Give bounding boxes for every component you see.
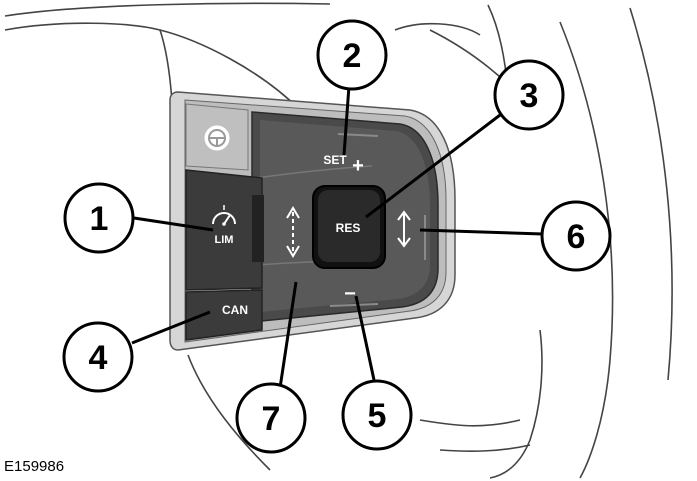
callout-1: 1 bbox=[63, 182, 135, 254]
callout-5: 5 bbox=[341, 379, 413, 451]
set-plus-sign: + bbox=[352, 155, 364, 177]
figure-id: E159986 bbox=[4, 458, 65, 475]
lim-button[interactable]: LIM bbox=[185, 169, 264, 291]
callout-7: 7 bbox=[235, 382, 307, 454]
up-down-arrow-icon bbox=[397, 210, 411, 248]
steering-wheel-cruise-icon bbox=[204, 125, 230, 151]
cruise-mode-button[interactable] bbox=[185, 103, 249, 171]
up-down-dashed-arrow-icon bbox=[286, 206, 300, 258]
leader-lines bbox=[131, 71, 544, 389]
set-label: SET bbox=[323, 153, 347, 167]
svg-text:1: 1 bbox=[90, 200, 109, 238]
callout-6: 6 bbox=[540, 200, 612, 272]
can-button[interactable]: CAN bbox=[185, 289, 263, 341]
svg-text:5: 5 bbox=[368, 397, 387, 435]
lim-label: LIM bbox=[215, 234, 234, 246]
minus-sign: − bbox=[344, 283, 356, 305]
can-label: CAN bbox=[222, 303, 248, 317]
svg-text:4: 4 bbox=[89, 339, 108, 377]
svg-text:6: 6 bbox=[567, 218, 586, 256]
set-plus-button[interactable]: SET + bbox=[323, 153, 364, 177]
svg-text:3: 3 bbox=[520, 77, 539, 115]
res-label: RES bbox=[336, 221, 361, 235]
steering-wheel-outline bbox=[4, 2, 673, 479]
res-button[interactable]: RES bbox=[312, 185, 386, 269]
speedometer-arrow-icon bbox=[212, 205, 236, 226]
callout-4: 4 bbox=[62, 321, 134, 393]
callout-3: 3 bbox=[493, 59, 565, 131]
svg-text:2: 2 bbox=[343, 37, 362, 75]
svg-text:7: 7 bbox=[262, 400, 281, 438]
set-minus-button[interactable]: − bbox=[344, 283, 356, 305]
callout-2: 2 bbox=[316, 19, 388, 91]
